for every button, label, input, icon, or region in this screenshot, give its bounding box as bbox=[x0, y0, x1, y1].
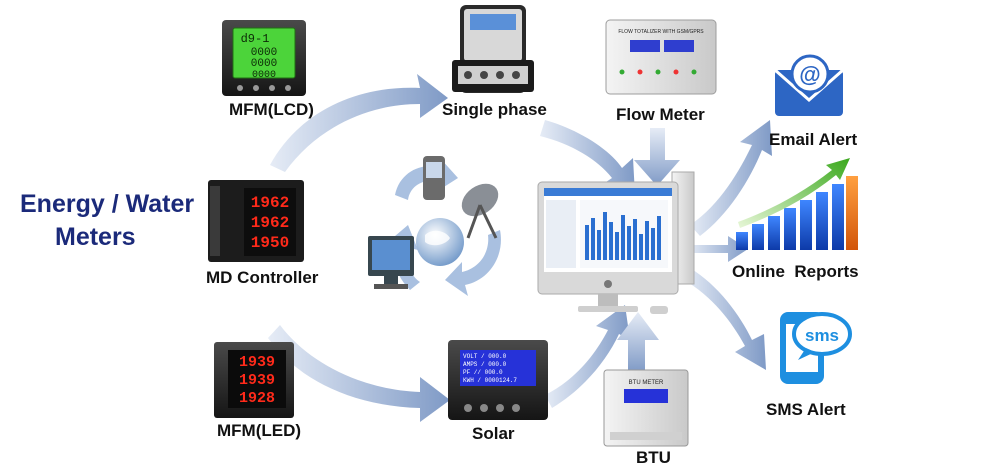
label-mfm-led: MFM(LED) bbox=[217, 421, 302, 440]
arrow-flow-to-computer bbox=[634, 128, 680, 186]
diagram-title-line-2: Meters bbox=[55, 223, 136, 251]
mfm-led-device: 1939 1939 1928 bbox=[214, 342, 294, 418]
desktop-monitor-icon bbox=[368, 236, 414, 289]
md-readout-2: 1962 bbox=[251, 214, 289, 232]
arrow-btu-to-computer bbox=[617, 312, 659, 372]
sms-phone-icon: sms bbox=[780, 312, 852, 384]
apple-logo-icon bbox=[604, 280, 612, 288]
label-flow-meter: Flow Meter bbox=[616, 105, 705, 124]
label-mfm-lcd: MFM(LCD) bbox=[229, 100, 314, 119]
solar-line-4: KWH / 0000124.7 bbox=[463, 377, 517, 384]
lcd-readout-3: 0000 bbox=[251, 58, 277, 70]
sms-bubble-text: sms bbox=[805, 326, 839, 345]
solar-device: VOLT / 000.0 AMPS / 000.0 PF // 000.0 KW… bbox=[448, 340, 548, 420]
btu-panel-title: BTU METER bbox=[629, 380, 664, 386]
single-phase-device bbox=[452, 5, 534, 93]
lcd-readout-1: d9-1 bbox=[241, 32, 270, 46]
label-email-alert: Email Alert bbox=[769, 130, 858, 149]
solar-line-1: VOLT / 000.0 bbox=[463, 353, 507, 360]
screen-bar-chart bbox=[585, 212, 661, 260]
led-readout-2: 1939 bbox=[239, 372, 275, 389]
network-cycle-graphic bbox=[368, 156, 501, 296]
satellite-dish-icon bbox=[461, 183, 499, 239]
arrow-to-email bbox=[690, 120, 772, 236]
flow-panel-title: FLOW TOTALIZER WITH GSM/GPRS bbox=[618, 29, 704, 35]
flow-meter-device: FLOW TOTALIZER WITH GSM/GPRS bbox=[605, 19, 717, 95]
label-solar: Solar bbox=[472, 424, 515, 443]
md-readout-1: 1962 bbox=[251, 194, 289, 212]
arrow-to-reports bbox=[688, 236, 748, 262]
mouse-icon bbox=[650, 306, 668, 314]
md-controller-device: 1962 1962 1950 bbox=[208, 180, 304, 262]
solar-line-2: AMPS / 000.0 bbox=[463, 361, 507, 368]
led-readout-3: 1928 bbox=[239, 390, 275, 407]
central-computer bbox=[537, 171, 695, 314]
md-readout-3: 1950 bbox=[251, 234, 289, 252]
led-readout-1: 1939 bbox=[239, 354, 275, 371]
arrow-solar-to-computer bbox=[545, 305, 630, 408]
online-reports-graphic bbox=[736, 158, 858, 250]
arrow-to-single-phase bbox=[270, 74, 448, 172]
lcd-readout-4: 0000 bbox=[252, 70, 276, 81]
arrow-to-solar bbox=[268, 325, 450, 422]
diagram-title-line-1: Energy / Water bbox=[20, 190, 195, 218]
label-sms-alert: SMS Alert bbox=[766, 400, 846, 419]
flow-arrows bbox=[268, 74, 772, 422]
label-single-phase: Single phase bbox=[442, 100, 547, 119]
label-md-controller: MD Controller bbox=[206, 268, 319, 287]
lcd-readout-2: 0000 bbox=[251, 47, 277, 59]
solar-line-3: PF // 000.0 bbox=[463, 369, 503, 376]
mfm-lcd-device: d9-1 0000 0000 0000 bbox=[222, 20, 306, 96]
btu-device: BTU METER bbox=[603, 369, 689, 447]
label-btu: BTU bbox=[636, 448, 671, 467]
label-online-reports: Online Reports bbox=[732, 262, 859, 281]
arrow-single-phase-to-computer bbox=[540, 120, 635, 195]
at-symbol: @ bbox=[799, 62, 820, 87]
arrow-to-sms bbox=[684, 268, 766, 370]
email-envelope-icon: @ bbox=[774, 54, 844, 116]
